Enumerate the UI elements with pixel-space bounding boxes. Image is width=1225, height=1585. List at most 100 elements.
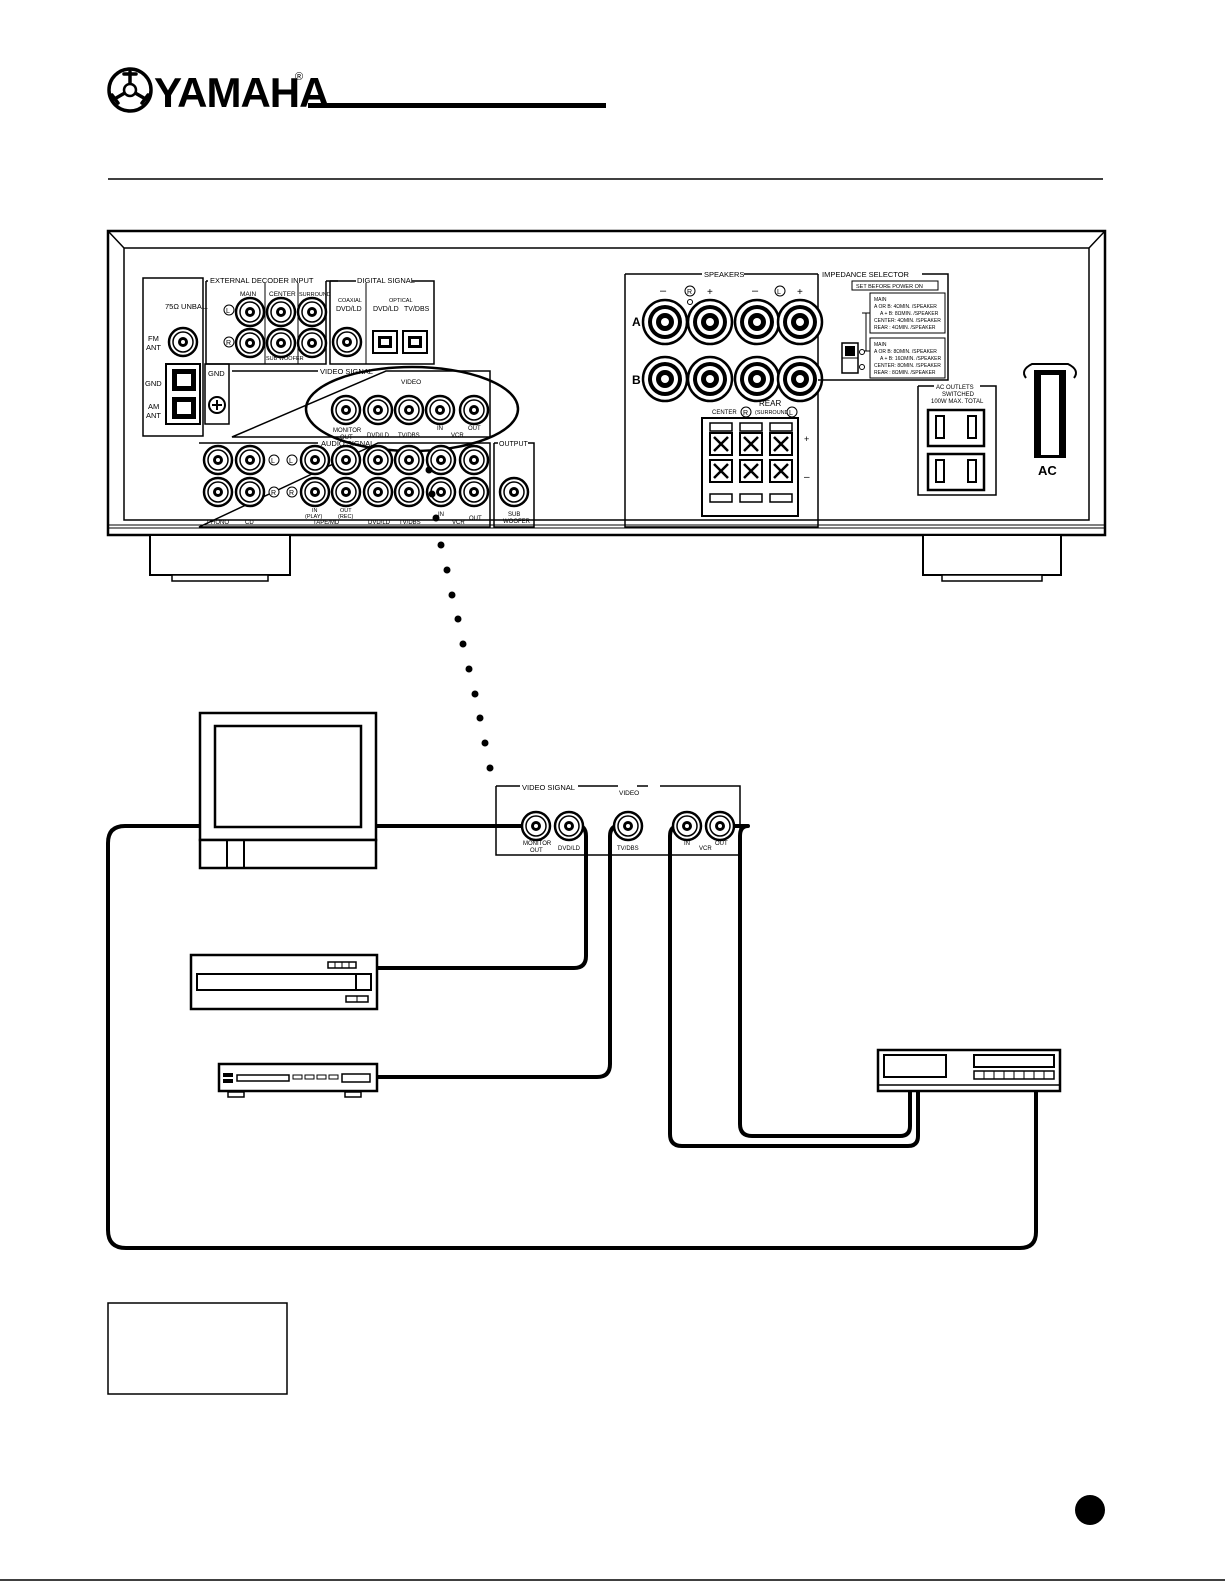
spk-r-badge: R (684, 285, 696, 297)
cd-l-jack[interactable] (234, 444, 266, 476)
spk-b-l-minus-terminal[interactable] (733, 355, 781, 403)
output-section: OUTPUT SUB WOOFER (493, 441, 535, 528)
tape-out-r-jack[interactable] (330, 476, 362, 508)
vcr-in-video-jack[interactable] (424, 394, 456, 426)
vcr-out-video-jack[interactable] (458, 394, 490, 426)
right-foot (922, 534, 1062, 582)
subwoofer-out-jack[interactable] (498, 476, 530, 508)
fm-label: FM (148, 334, 159, 343)
woofer-label: WOOFER (503, 519, 531, 525)
zoom-vcr-in-jack[interactable] (671, 810, 703, 842)
vcr-out-audio-l-jack[interactable] (458, 444, 490, 476)
spk-a-r-plus-terminal[interactable] (686, 298, 734, 346)
spk-a-r-minus-terminal[interactable] (641, 298, 689, 346)
phono-r-jack[interactable] (202, 476, 234, 508)
ext-subwoofer-label: SUB WOOFER (266, 356, 304, 362)
audio-vcr-in-label: IN (438, 512, 444, 518)
ac-power-cord: AC (1023, 363, 1077, 478)
tv-audio-l-jack[interactable] (393, 444, 425, 476)
audio-signal-section: AUDIO SIGNAL L R L R PHONO CD IN (PLAY) (198, 439, 491, 528)
impedance-selector-switch[interactable] (841, 342, 859, 374)
svg-text:L: L (289, 458, 293, 465)
video-connection-panel: VIDEO SIGNAL VIDEO MONITOR OUT DVD/LD TV… (495, 783, 741, 856)
ac-outlets-label: AC OUTLETS (936, 385, 974, 391)
rear-terminal-block[interactable] (701, 417, 799, 517)
imp2-line3: A + B: 16ΩMIN. /SPEAKER (880, 356, 942, 362)
imp2-line4: CENTER: 8ΩMIN. /SPEAKER (874, 363, 941, 369)
vcr-out-cable (720, 824, 912, 1138)
spk-a-label: A (632, 315, 641, 329)
spk-a-l-plus-terminal[interactable] (776, 298, 824, 346)
ext-main-l-jack[interactable] (234, 296, 266, 328)
imp2-line5: REAR : 8ΩMIN. /SPEAKER (874, 370, 936, 376)
ac-outlets-section: AC OUTLETS SWITCHED 100W MAX. TOTAL (917, 385, 997, 496)
zoom-vcr-out-jack[interactable] (704, 810, 736, 842)
imp2-line1: MAIN (874, 342, 887, 348)
cd-r-jack[interactable] (234, 476, 266, 508)
antenna-section: 75Ω UNBAL. FM ANT GND AM ANT GND (142, 277, 230, 437)
ext-main-r-jack[interactable] (234, 327, 266, 359)
ext-center-label: CENTER (269, 291, 296, 298)
tv-video-jack[interactable] (393, 394, 425, 426)
audio-r-badge-1: R (268, 486, 280, 498)
am-gnd-terminals[interactable] (165, 363, 201, 425)
header-bar (308, 103, 606, 108)
tv-monitor-device (198, 711, 378, 870)
audio-vcr-out-label: OUT (469, 516, 482, 522)
ac-outlet-2[interactable] (926, 452, 986, 492)
dvd-audio-r-jack[interactable] (362, 476, 394, 508)
dvd-video-jack[interactable] (362, 394, 394, 426)
zoom-dvd-jack[interactable] (553, 810, 585, 842)
zoom-monitor-out-label: OUT (530, 848, 543, 854)
fm-antenna-jack[interactable] (167, 326, 199, 358)
spk-b-r-plus-terminal[interactable] (686, 355, 734, 403)
zoom-tv-dbs-jack[interactable] (612, 810, 644, 842)
spk-a-l-minus-terminal[interactable] (733, 298, 781, 346)
spk-b-r-minus-terminal[interactable] (641, 355, 689, 403)
vcr-device (876, 1048, 1062, 1093)
monitor-out-jack[interactable] (330, 394, 362, 426)
audio-vcr-label: VCR (452, 520, 465, 526)
tape-in-r-jack[interactable] (299, 476, 331, 508)
unbal-label: 75Ω UNBAL. (165, 302, 208, 311)
spk-b-l-plus-terminal[interactable] (776, 355, 824, 403)
phono-label: PHONO (207, 520, 229, 526)
tape-out-l-jack[interactable] (330, 444, 362, 476)
zoom-in-label: IN (684, 841, 690, 847)
video-signal-title: VIDEO SIGNAL (320, 367, 373, 376)
cd-label: CD (245, 520, 254, 526)
tape-in-l-jack[interactable] (299, 444, 331, 476)
cables (106, 823, 1038, 1250)
ext-subwoofer-jack[interactable] (265, 327, 297, 359)
rear-center-label: CENTER (712, 410, 737, 416)
optical-dvd-jack[interactable] (372, 330, 398, 354)
tv-audio-r-jack[interactable] (393, 476, 425, 508)
svg-text:L: L (777, 289, 781, 296)
phono-l-jack[interactable] (202, 444, 234, 476)
zoom-monitor-label: MONITOR (523, 841, 552, 847)
zoom-tv-label: TV/DBS (617, 846, 639, 852)
zoom-monitor-out-jack[interactable] (520, 810, 552, 842)
max-total-label: 100W MAX. TOTAL (931, 399, 984, 405)
audio-l-badge-2: L (286, 454, 298, 466)
zoom-out-label: OUT (715, 841, 728, 847)
dvd-audio-l-jack[interactable] (362, 444, 394, 476)
ext-surround-r-jack[interactable] (296, 327, 328, 359)
optical-dvd-label: DVD/LD (373, 306, 399, 313)
am-ant-label: ANT (146, 411, 161, 420)
ext-center-jack[interactable] (265, 296, 297, 328)
vcr-out-audio-r-jack[interactable] (458, 476, 490, 508)
ext-main-label: MAIN (240, 291, 257, 298)
zoom-vcr-label: VCR (699, 846, 712, 852)
ext-r-badge: R (223, 336, 235, 348)
ext-surround-l-jack[interactable] (296, 296, 328, 328)
receiver-rear-panel: 75Ω UNBAL. FM ANT GND AM ANT GND (106, 229, 1107, 582)
optical-tv-jack[interactable] (402, 330, 428, 354)
rear-l-badge: L (786, 406, 798, 418)
ac-outlet-1[interactable] (926, 408, 986, 448)
coaxial-jack[interactable] (331, 326, 363, 358)
page-number-badge (1075, 1495, 1105, 1525)
digital-title: DIGITAL SIGNAL (357, 276, 415, 285)
speakers-section: SPEAKERS – R + – L + A B REAR CENTER R (… (624, 270, 824, 528)
gnd-screw[interactable] (208, 396, 226, 414)
